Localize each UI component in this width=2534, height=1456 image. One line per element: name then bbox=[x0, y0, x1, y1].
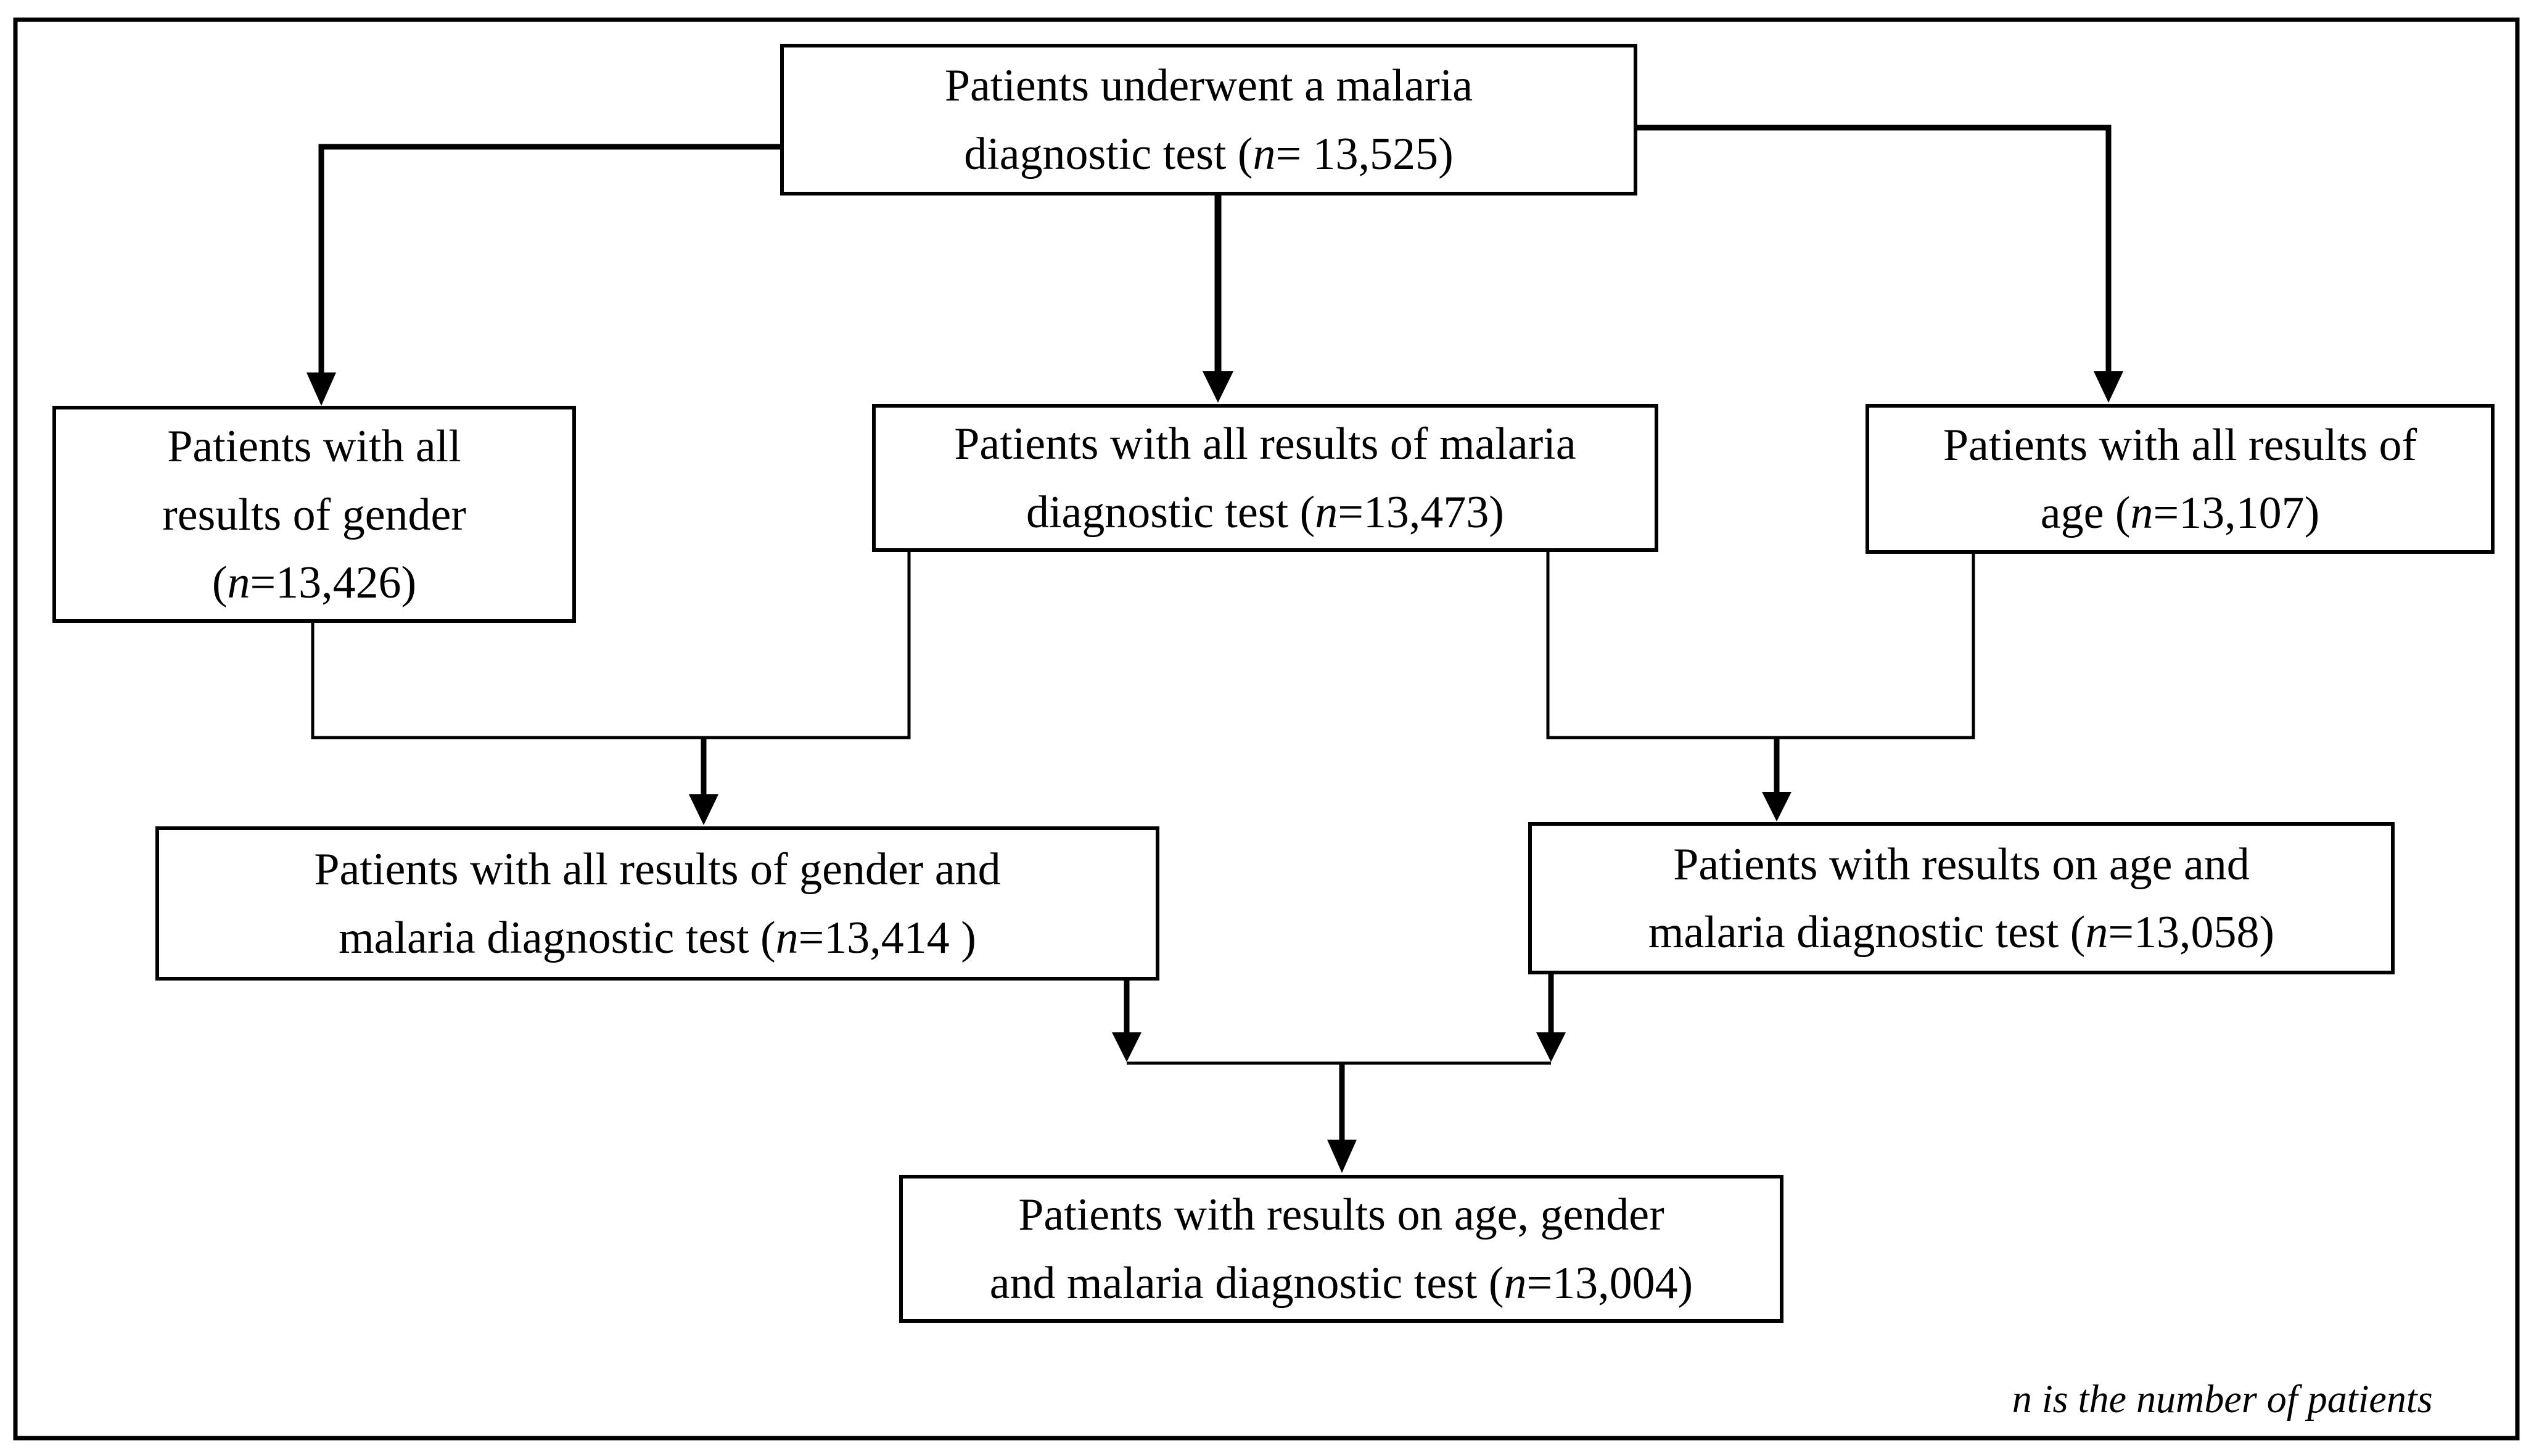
arrow-top-to-malaria bbox=[1203, 195, 1233, 403]
node-text-line: Patients with results on age, gender bbox=[1018, 1189, 1664, 1240]
node-text-line: Patients with results on age and bbox=[1673, 838, 2250, 889]
connector-final-merge bbox=[1112, 973, 1566, 1173]
figure-note: n is the number of patients bbox=[2012, 1377, 2433, 1421]
arrow-top-to-age bbox=[1637, 125, 2123, 403]
n-symbol: n bbox=[2085, 907, 2108, 958]
n-symbol: n bbox=[1504, 1257, 1527, 1308]
node-text-line: Patients with all results of gender and bbox=[314, 844, 1001, 895]
node-text-line: age (n=13,107) bbox=[2040, 487, 2320, 538]
node-age-and-malaria: Patients with results on age and malaria… bbox=[1528, 821, 2395, 974]
node-text-line: Patients with all results of malaria bbox=[954, 418, 1576, 469]
node-text-line: and malaria diagnostic test (n=13,004) bbox=[989, 1257, 1693, 1308]
n-symbol: n bbox=[2130, 487, 2153, 538]
node-malaria-test-results: Patients with all results of malaria dia… bbox=[871, 403, 1658, 552]
connector-gender-malaria-join bbox=[311, 551, 911, 825]
node-gender-results: Patients with all results of gender (n=1… bbox=[52, 405, 576, 623]
connector-age-malaria-join bbox=[1546, 551, 1975, 821]
node-text-line: diagnostic test (n=13,473) bbox=[1026, 486, 1504, 537]
n-symbol: n bbox=[227, 557, 250, 608]
node-age-results: Patients with all results of age (n=13,1… bbox=[1866, 403, 2495, 554]
node-text-line: Patients underwent a malaria bbox=[944, 60, 1473, 111]
node-patients-tested: Patients underwent a malaria diagnostic … bbox=[780, 43, 1637, 195]
node-text-line: Patients with all bbox=[167, 420, 461, 471]
node-text-line: Patients with all results of bbox=[1943, 419, 2417, 470]
node-text-line: (n=13,426) bbox=[212, 557, 417, 608]
node-gender-and-malaria: Patients with all results of gender and … bbox=[155, 826, 1159, 981]
node-text-line: malaria diagnostic test (n=13,414 ) bbox=[339, 911, 976, 963]
node-text-line: results of gender bbox=[162, 488, 466, 540]
n-symbol: n bbox=[1315, 486, 1338, 537]
n-symbol: n bbox=[1253, 128, 1276, 179]
n-symbol: n bbox=[775, 911, 799, 963]
node-text-line: malaria diagnostic test (n=13,058) bbox=[1648, 907, 2275, 958]
node-text-line: diagnostic test (n= 13,525) bbox=[964, 128, 1454, 179]
node-age-gender-malaria: Patients with results on age, gender and… bbox=[899, 1174, 1783, 1323]
figure-border bbox=[13, 17, 2520, 1441]
arrow-top-to-gender bbox=[306, 144, 780, 406]
